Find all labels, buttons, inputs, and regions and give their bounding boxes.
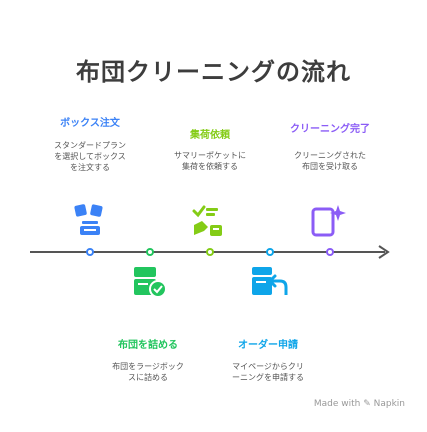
- step-label-order-request: オーダー申請: [238, 340, 298, 351]
- step-label-box-order: ボックス注文: [60, 118, 120, 129]
- timeline-dot-pack-futon: [146, 248, 154, 256]
- timeline-dot-pickup-request: [206, 248, 214, 256]
- cleaning-complete-icon: [310, 203, 346, 239]
- step-desc-pickup-request: サマリーポケットに 集荷を依頼する: [174, 151, 246, 171]
- order-request-icon: [250, 265, 290, 299]
- timeline-dot-cleaning-complete: [326, 248, 334, 256]
- pack-futon-icon: [132, 265, 168, 299]
- step-desc-box-order: スタンダードプラン を選択してボックス を注文する: [54, 141, 126, 172]
- step-desc-pack-futon: 布団をラージボック スに詰める: [112, 362, 184, 382]
- diagram-title: 布団クリーニングの流れ: [76, 58, 351, 86]
- step-desc-cleaning-complete: クリーニングされた 布団を受け取る: [294, 151, 366, 171]
- step-label-pickup-request: 集荷依頼: [190, 130, 230, 141]
- step-label-cleaning-complete: クリーニング完了: [290, 124, 370, 135]
- timeline-dot-box-order: [86, 248, 94, 256]
- napkin-watermark: Made with ✎ Napkin: [313, 399, 405, 409]
- step-label-pack-futon: 布団を詰める: [118, 340, 178, 351]
- step-desc-order-request: マイページからクリ ーニングを申請する: [232, 362, 304, 382]
- pickup-request-icon: [190, 203, 226, 239]
- box-order-icon: [73, 203, 107, 237]
- timeline-dot-order-request: [266, 248, 274, 256]
